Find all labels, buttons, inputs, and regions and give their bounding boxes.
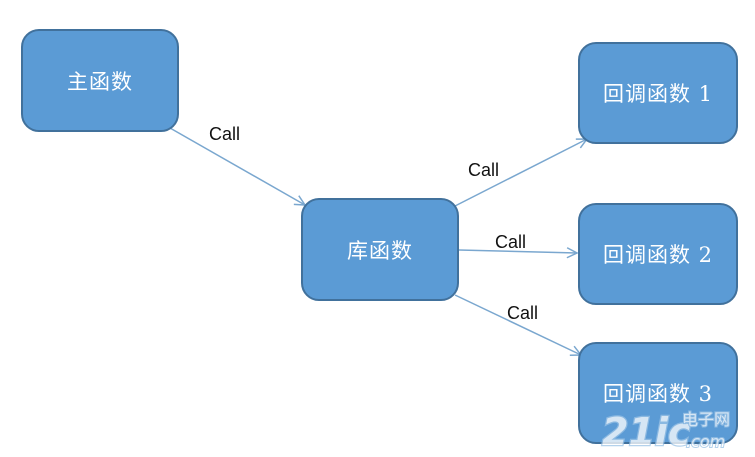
edge-main-to-library bbox=[169, 127, 305, 205]
node-library-function: 库函数 bbox=[301, 198, 459, 301]
node-callback-function-3: 回调函数 3 bbox=[578, 342, 738, 444]
watermark-domain-text: .com bbox=[686, 432, 725, 451]
node-library-function-label: 库函数 bbox=[347, 238, 413, 263]
edge-label-library-to-callback1: Call bbox=[468, 160, 500, 180]
watermark-logo-text: 21ic bbox=[602, 410, 691, 453]
node-callback-function-2: 回调函数 2 bbox=[578, 203, 738, 305]
node-callback-function-1-label: 回调函数 1 bbox=[602, 82, 714, 106]
edge-library-to-callback3 bbox=[454, 294, 581, 355]
watermark-site-text: 电子网 bbox=[682, 410, 730, 429]
edge-label-library-to-callback2: Call bbox=[495, 232, 527, 252]
node-main-function: 主函数 bbox=[21, 29, 179, 132]
node-callback-function-2-label: 回调函数 2 bbox=[602, 243, 714, 267]
edge-label-main-to-library: Call bbox=[209, 124, 241, 144]
edge-label-library-to-callback3: Call bbox=[507, 303, 539, 323]
edge-library-to-callback2 bbox=[458, 250, 577, 253]
node-callback-function-1: 回调函数 1 bbox=[578, 42, 738, 144]
node-main-function-label: 主函数 bbox=[67, 69, 133, 94]
node-callback-function-3-label: 回调函数 3 bbox=[602, 382, 714, 406]
edge-library-to-callback1 bbox=[454, 139, 587, 207]
watermark-logo: 21ic 电子网 .com bbox=[601, 409, 731, 453]
